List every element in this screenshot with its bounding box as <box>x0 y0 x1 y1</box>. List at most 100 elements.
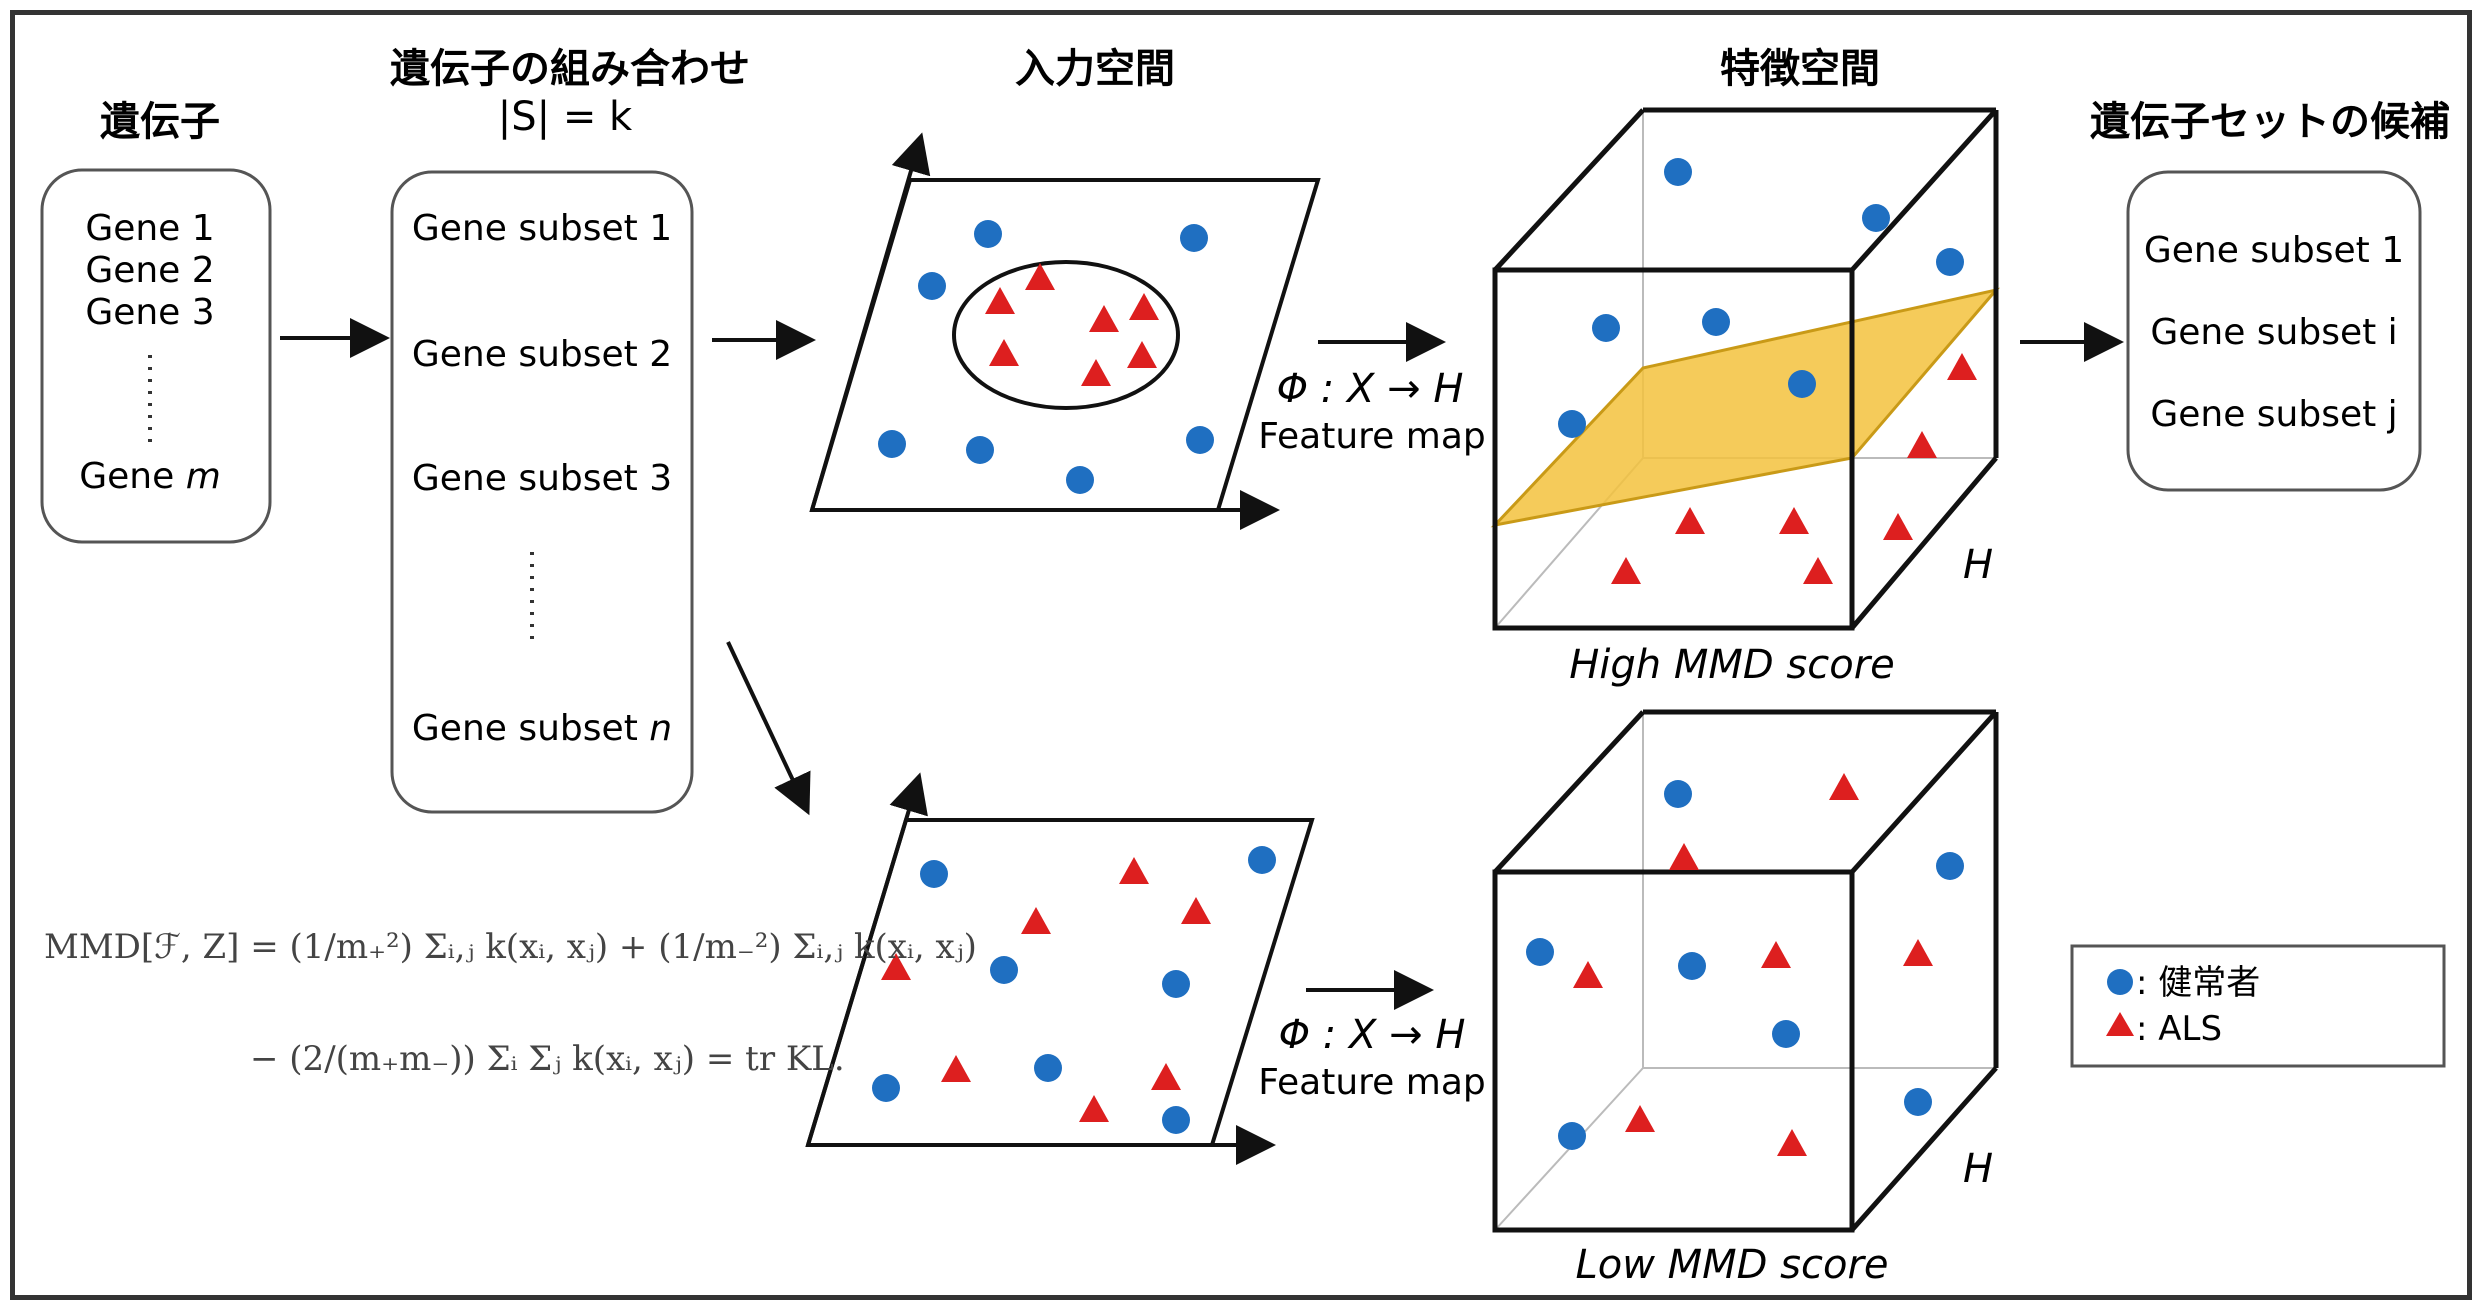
als-cluster-ellipse <box>952 260 1180 410</box>
header-combinations-size: |S| = k <box>498 94 633 140</box>
separating-hyperplane <box>1490 287 2001 528</box>
legend-box <box>2070 944 2446 1068</box>
subset-item-2: Gene subset 2 <box>412 334 672 375</box>
input-bottom-healthy-point <box>1162 970 1190 998</box>
gene-item-2: Gene 2 <box>85 250 214 291</box>
cube-top-healthy-point <box>1592 314 1620 342</box>
cube-bottom-als-point <box>1829 773 1859 800</box>
cube-bottom-healthy-point <box>1936 852 1964 880</box>
header-candidates: 遺伝子セットの候補 <box>2090 99 2450 145</box>
input-bottom-als-point <box>1151 1063 1181 1090</box>
header-feature-space: 特徴空間 <box>1720 46 1880 92</box>
cube-top-als-point <box>1611 557 1641 584</box>
input-top-healthy-point <box>974 220 1002 248</box>
input-top-healthy-point <box>1186 426 1214 454</box>
input-bottom-healthy-point <box>1248 846 1276 874</box>
cube-top-healthy-point <box>1936 248 1964 276</box>
input-top-healthy-point <box>1180 224 1208 252</box>
input-top-healthy-point <box>966 436 994 464</box>
input-top-als-point <box>989 339 1019 366</box>
subset-item-n: Gene subset n <box>412 708 672 749</box>
input-top-als-point <box>1025 263 1055 290</box>
cube-bottom-healthy-point <box>1664 780 1692 808</box>
input-top-als-point <box>1081 359 1111 386</box>
cube-top-als-point <box>1907 431 1937 458</box>
cube-bottom-als-point <box>1573 961 1603 988</box>
cube-top-healthy-point <box>1862 204 1890 232</box>
input-top-healthy-point <box>878 430 906 458</box>
cube-bottom-healthy-point <box>1772 1020 1800 1048</box>
candidate-item-j: Gene subset j <box>2150 394 2397 435</box>
cube-top-healthy-point <box>1702 308 1730 336</box>
input-bottom-als-point <box>1079 1095 1109 1122</box>
arrow-subsets-to-input-bottom <box>726 641 811 816</box>
figure-frame <box>10 10 2472 1300</box>
cube-bottom-h-label: H <box>1963 1146 1993 1192</box>
low-mmd-score-label: Low MMD score <box>1575 1242 1888 1288</box>
input-top-als-point <box>985 287 1015 314</box>
input-bottom-als-point <box>881 953 911 980</box>
feature-map-formula-top: Φ : X → H <box>1277 366 1464 412</box>
feature-map-label-top: Feature map <box>1258 416 1485 457</box>
candidates-box <box>2126 170 2422 492</box>
legend-healthy-label: : 健常者 <box>2136 963 2260 1003</box>
input-bottom-als-point <box>1119 857 1149 884</box>
input-bottom-healthy-point <box>1034 1054 1062 1082</box>
cube-bottom-als-point <box>1669 843 1699 870</box>
input-bottom-plane <box>805 818 1315 1147</box>
cube-top-als-point <box>1675 507 1705 534</box>
cube-top-als-point <box>1883 513 1913 540</box>
cube-bottom-healthy-point <box>1904 1088 1932 1116</box>
mmd-equation-line-2: − (2/(m₊m₋)) Σᵢ Σⱼ k(xᵢ, xⱼ) = tr KL. <box>250 1039 845 1079</box>
input-bottom-healthy-point <box>872 1074 900 1102</box>
cube-bottom-healthy-point <box>1678 952 1706 980</box>
cube-bottom-healthy-point <box>1526 938 1554 966</box>
input-top-als-point <box>1089 305 1119 332</box>
cube-bottom-healthy-point <box>1558 1122 1586 1150</box>
candidate-item-1: Gene subset 1 <box>2144 230 2404 271</box>
feature-map-label-bottom: Feature map <box>1258 1062 1485 1103</box>
legend-als-label: : ALS <box>2136 1009 2222 1049</box>
input-bottom-healthy-point <box>1162 1106 1190 1134</box>
input-space-top <box>809 132 1321 530</box>
cube-top-als-point <box>1803 557 1833 584</box>
input-bottom-healthy-point <box>920 860 948 888</box>
cube-bottom-als-point <box>1777 1129 1807 1156</box>
input-bottom-als-point <box>1021 907 1051 934</box>
cube-top-healthy-point <box>1558 410 1586 438</box>
header-input-space: 入力空間 <box>1015 46 1175 92</box>
legend-healthy-marker <box>2107 969 2133 995</box>
header-combinations: 遺伝子の組み合わせ <box>390 46 750 92</box>
input-top-plane <box>809 178 1321 512</box>
cube-top-healthy-point <box>1788 370 1816 398</box>
cube-top-healthy-point <box>1664 158 1692 186</box>
cube-top-h-label: H <box>1963 542 1993 588</box>
mmd-equation-line-1: MMD[ℱ, Z] = (1/m₊²) Σᵢ,ⱼ k(xᵢ, xⱼ) + (1/… <box>44 927 977 967</box>
genes-box <box>40 168 272 544</box>
input-bottom-als-point <box>941 1055 971 1082</box>
input-space-bottom <box>805 772 1315 1165</box>
subset-item-1: Gene subset 1 <box>412 208 672 249</box>
cube-bottom-als-point <box>1625 1105 1655 1132</box>
input-top-als-point <box>1127 341 1157 368</box>
cube-bottom-als-point <box>1761 941 1791 968</box>
feature-map-formula-bottom: Φ : X → H <box>1279 1012 1466 1058</box>
candidate-item-i: Gene subset i <box>2150 312 2397 353</box>
cube-top-als-point <box>1779 507 1809 534</box>
subset-item-3: Gene subset 3 <box>412 458 672 499</box>
header-genes: 遺伝子 <box>100 99 220 145</box>
feature-cube-top: H <box>1490 107 2001 631</box>
input-top-als-point <box>1129 293 1159 320</box>
gene-item-3: Gene 3 <box>85 292 214 333</box>
legend-als-marker <box>2106 1012 2134 1036</box>
subsets-box <box>390 170 694 814</box>
input-top-healthy-point <box>1066 466 1094 494</box>
feature-cube-bottom: H <box>1492 709 1999 1233</box>
gene-item-1: Gene 1 <box>85 208 214 249</box>
gene-item-m: Gene m <box>79 456 221 497</box>
high-mmd-score-label: High MMD score <box>1569 642 1895 688</box>
input-bottom-healthy-point <box>990 956 1018 984</box>
input-top-healthy-point <box>918 272 946 300</box>
input-bottom-als-point <box>1181 897 1211 924</box>
